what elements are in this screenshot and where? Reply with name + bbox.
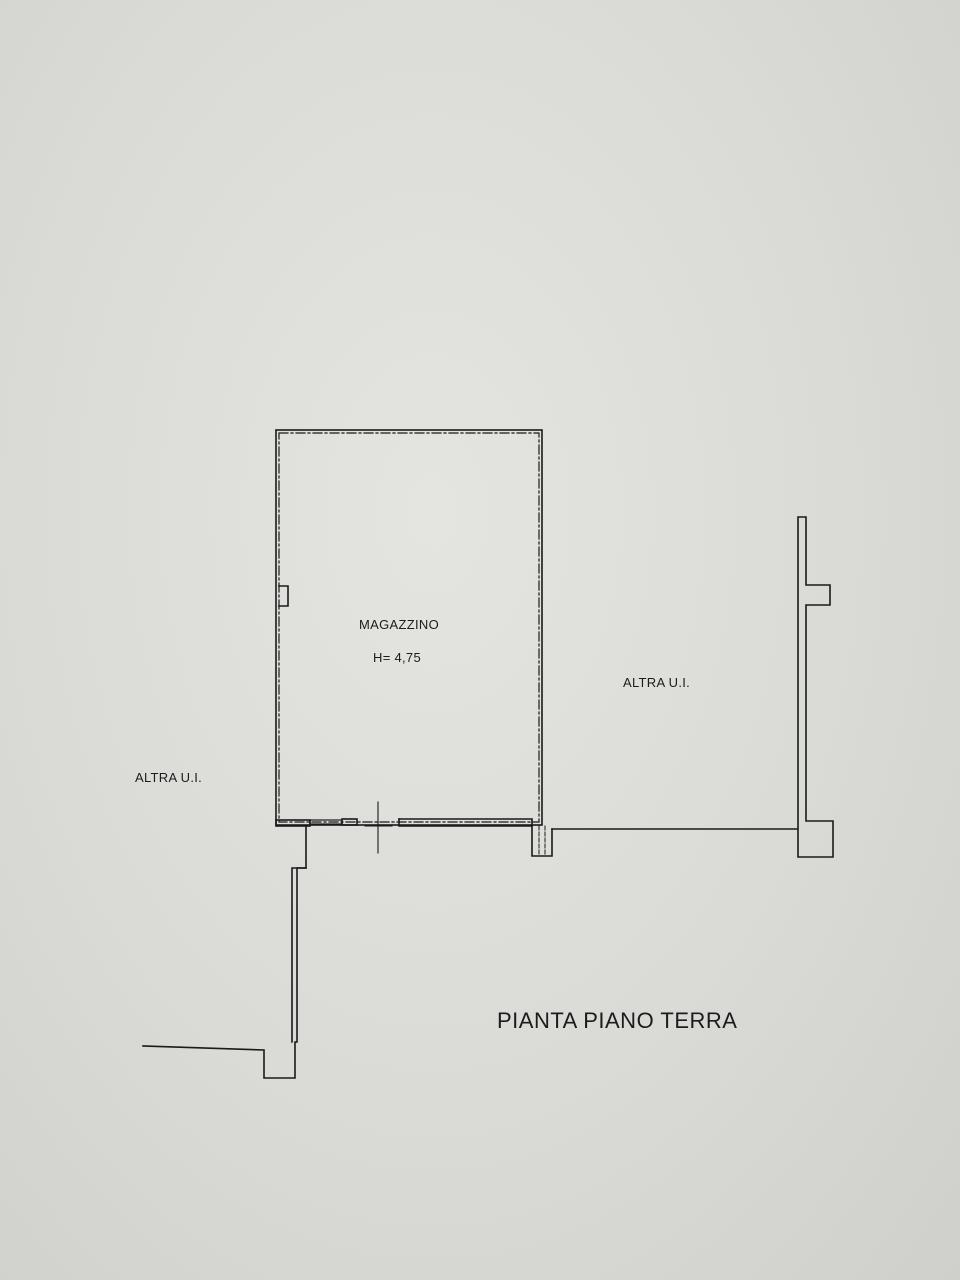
room-height-label: H= 4,75 [373, 650, 421, 665]
neighbor-left-label: ALTRA U.I. [135, 770, 203, 785]
magazzino-boundary [275, 429, 543, 826]
room-name-label: MAGAZZINO [359, 617, 439, 632]
left-neighbor-walls [142, 825, 307, 1079]
plan-title: PIANTA PIANO TERRA [497, 1008, 738, 1033]
front-pilaster [538, 825, 546, 857]
front-wall [275, 818, 553, 857]
neighbor-right-label: ALTRA U.I. [623, 675, 691, 690]
door-axis-mark [364, 801, 393, 854]
left-wall-niche [278, 585, 289, 607]
right-neighbor-walls [551, 516, 834, 858]
